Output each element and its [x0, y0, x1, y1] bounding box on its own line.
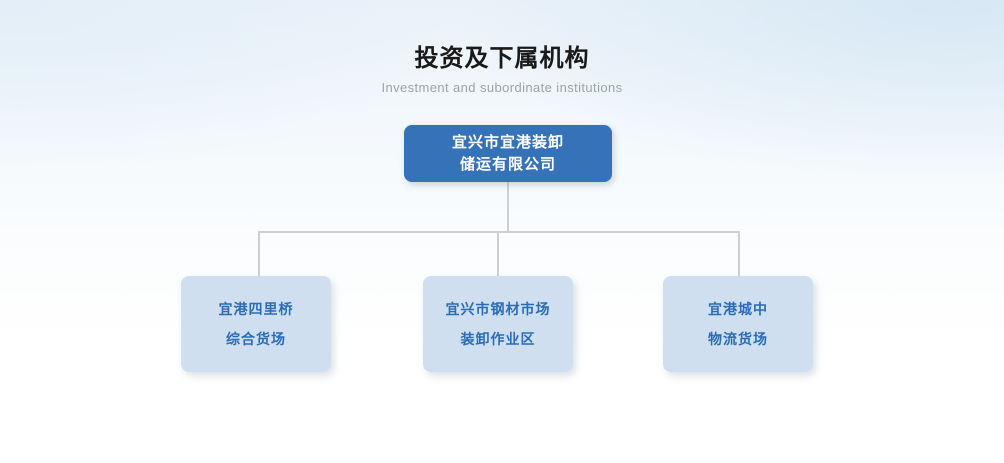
page-heading: 投资及下属机构 Investment and subordinate insti… — [0, 44, 1004, 96]
connector-branch-1-vertical — [258, 231, 260, 277]
org-node-child-2-line-1: 宜兴市钢材市场 — [445, 301, 551, 317]
org-node-root-line-1: 宜兴市宜港装卸 — [451, 133, 564, 151]
org-node-child-3-line-2: 物流货场 — [708, 331, 768, 347]
org-node-child-1[interactable]: 宜港四里桥 综合货场 — [181, 276, 331, 372]
connector-root-vertical — [507, 182, 509, 232]
org-node-child-3[interactable]: 宜港城中 物流货场 — [663, 276, 813, 372]
org-node-root[interactable]: 宜兴市宜港装卸 储运有限公司 — [404, 125, 612, 182]
org-node-child-2-line-2: 装卸作业区 — [460, 331, 536, 347]
org-node-child-2[interactable]: 宜兴市钢材市场 装卸作业区 — [423, 276, 573, 372]
org-node-root-line-2: 储运有限公司 — [459, 155, 556, 173]
page-subtitle: Investment and subordinate institutions — [381, 80, 623, 95]
connector-branch-3-vertical — [738, 231, 740, 277]
org-node-child-1-line-1: 宜港四里桥 — [218, 301, 294, 317]
org-node-child-3-line-1: 宜港城中 — [708, 301, 768, 317]
connector-branch-2-vertical — [497, 231, 499, 277]
org-node-child-1-line-2: 综合货场 — [226, 331, 286, 347]
connector-horizontal-bar — [258, 231, 740, 233]
page-title: 投资及下属机构 — [414, 45, 590, 72]
